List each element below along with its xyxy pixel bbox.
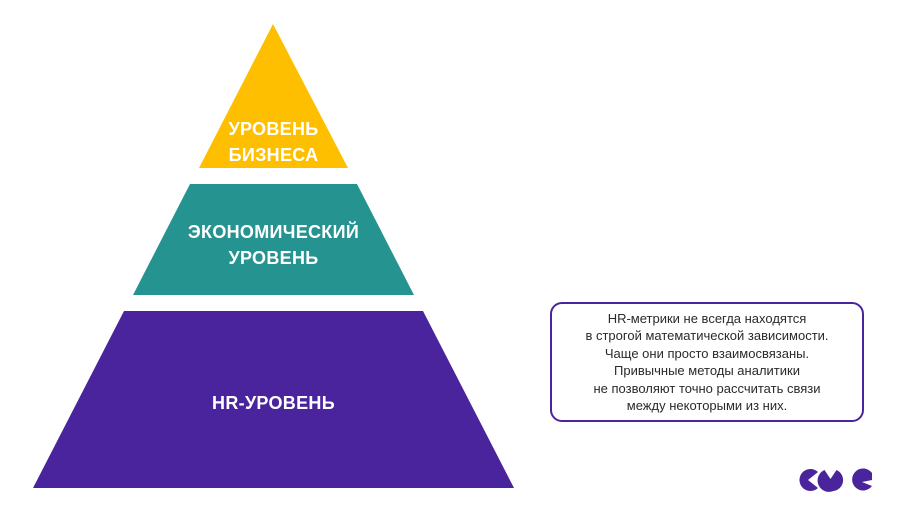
note-line: Чаще они просто взаимосвязаны. (604, 345, 810, 361)
label-line: УРОВЕНЬ (228, 119, 319, 139)
label-line: БИЗНЕСА (228, 145, 319, 165)
note-line: между некоторыми из них. (626, 398, 788, 413)
note-line: в строгой математической зависимости. (585, 328, 829, 343)
level-economic-label: ЭКОНОМИЧЕСКИЙ УРОВЕНЬ (133, 219, 414, 271)
pyramid-level-hr (33, 311, 514, 488)
note-box: HR-метрики не всегда находятся в строгой… (550, 302, 864, 422)
level-business-label: УРОВЕНЬ БИЗНЕСА (199, 116, 348, 168)
level-hr-label: HR-УРОВЕНЬ (33, 390, 514, 416)
label-line: HR-УРОВЕНЬ (212, 393, 335, 413)
label-line: ЭКОНОМИЧЕСКИЙ (187, 222, 360, 242)
note-line: не позволяют точно рассчитать связи (593, 380, 821, 396)
note-line: Привычные методы аналитики (614, 363, 800, 378)
note-line: HR-метрики не всегда находятся (607, 310, 807, 326)
cug-logo (799, 468, 872, 492)
pyramid-level-business (199, 24, 348, 168)
label-line: УРОВЕНЬ (228, 248, 319, 268)
pyramid-level-economic (133, 184, 414, 295)
